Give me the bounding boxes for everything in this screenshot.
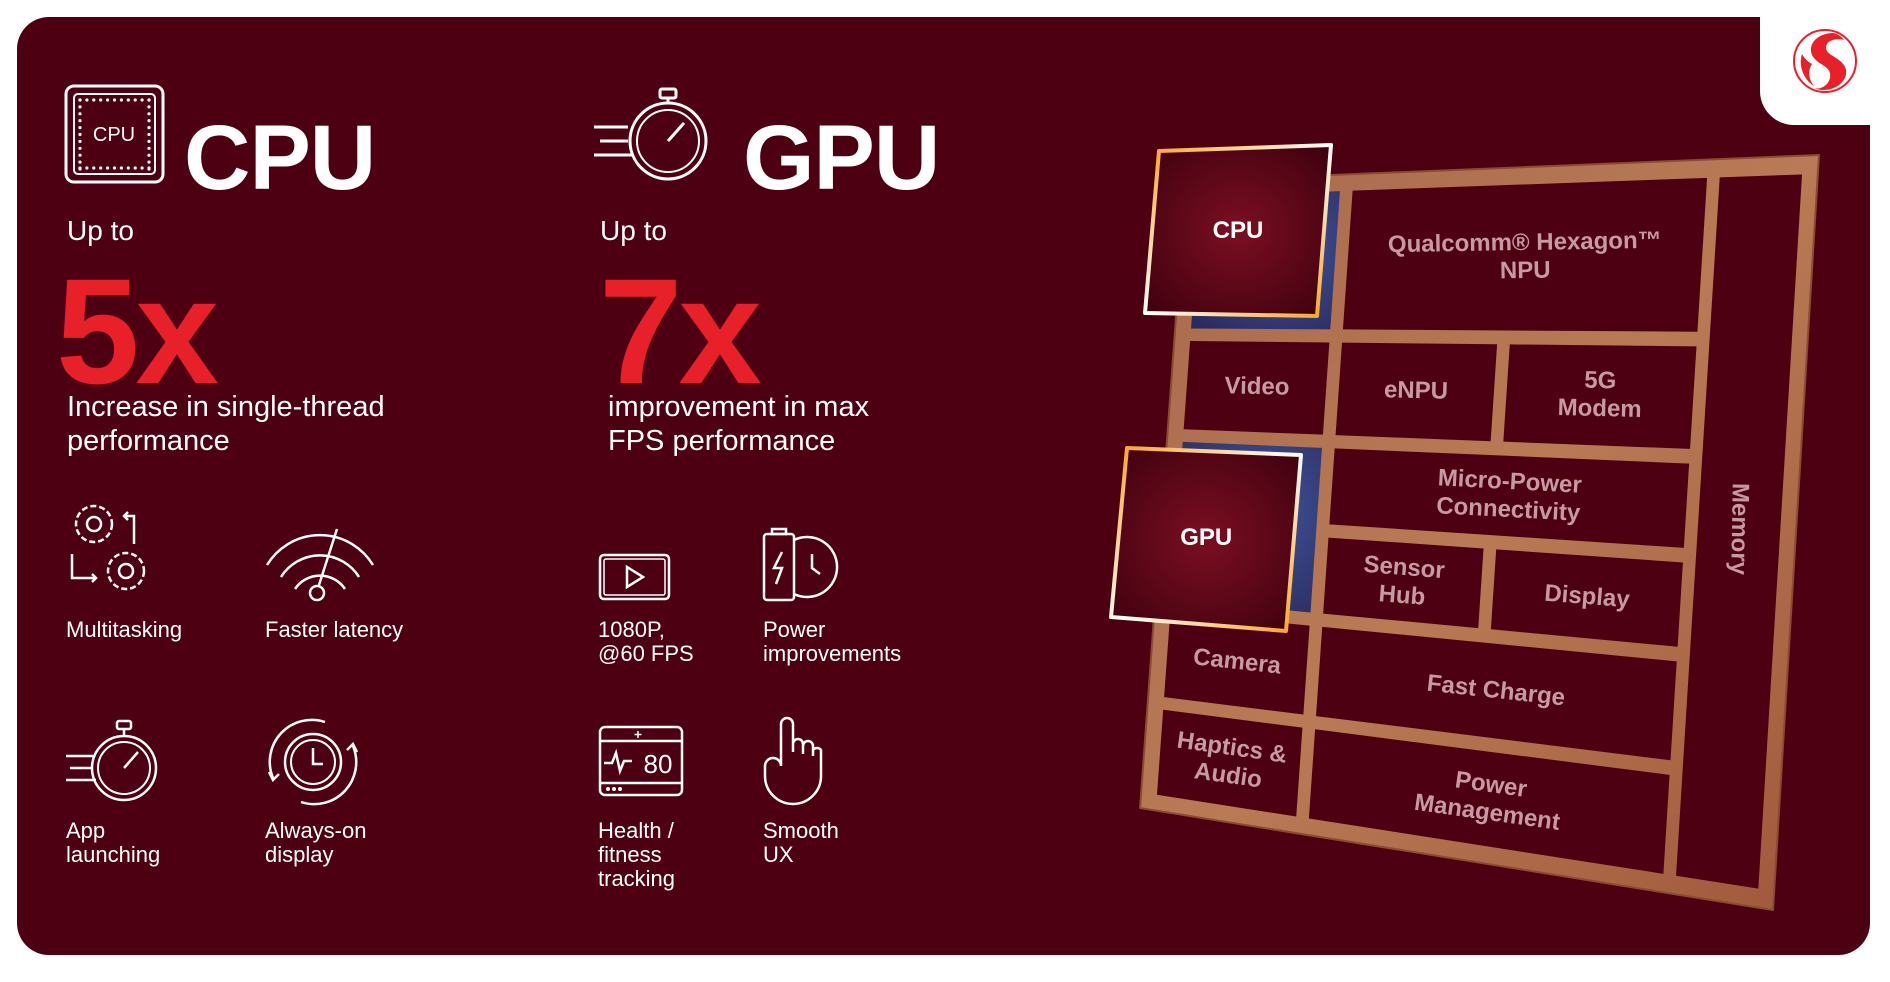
- snapdragon-s-icon: [1793, 29, 1857, 93]
- feature-label: Always-on: [265, 818, 367, 843]
- block-label-line: Video: [1223, 372, 1290, 401]
- video-play-icon: [598, 553, 671, 601]
- block-label-line: NPU: [1499, 257, 1551, 285]
- gpu-description-line: improvement in max: [608, 391, 870, 423]
- feature-multitasking: Multitasking: [66, 618, 182, 642]
- feature-label: Smooth: [763, 818, 839, 843]
- feature-label: Multitasking: [66, 617, 183, 642]
- feature-label: tracking: [598, 866, 676, 891]
- diagram-block: [1676, 174, 1803, 889]
- gpu-description: improvement in max FPS performance: [608, 390, 869, 458]
- feature-label: Health /: [598, 818, 674, 843]
- feature-label: 1080P,: [598, 617, 665, 642]
- feature-label: App: [66, 818, 106, 843]
- feature-1080p: 1080P,@60 FPS: [598, 618, 694, 666]
- feature-label: Faster latency: [265, 617, 404, 642]
- diagram-block: [1329, 448, 1690, 548]
- gears-icon: [70, 504, 146, 591]
- block-label-line: eNPU: [1384, 376, 1449, 405]
- gpu-up-to: Up to: [600, 215, 667, 246]
- block-label-line: Qualcomm® Hexagon™: [1387, 227, 1662, 259]
- chip-label: CPU: [1212, 217, 1264, 245]
- diagram-block: [1342, 177, 1708, 332]
- diagram-block: [1316, 626, 1677, 761]
- svg-text:80: 80: [644, 749, 673, 779]
- cpu-description: Increase in single-thread performance: [67, 390, 385, 458]
- feature-label: improvements: [763, 641, 902, 666]
- cpu-description-line: Increase in single-thread: [67, 391, 385, 423]
- diagram-block: [1335, 342, 1498, 442]
- latency-gauge-icon: [265, 528, 375, 602]
- feature-faster-latency: Faster latency: [265, 618, 403, 642]
- diagram-block: [1490, 549, 1683, 647]
- diagram-block: [1323, 537, 1484, 629]
- feature-label: fitness: [598, 842, 662, 867]
- gpu-description-line: FPS performance: [608, 425, 836, 457]
- gpu-multiplier: 7x: [599, 247, 762, 415]
- diagram-block: [1308, 729, 1670, 874]
- diagram-block-label: Video: [1224, 372, 1290, 401]
- block-label-line: 5G: [1583, 366, 1617, 395]
- clock-cycle-icon: [267, 718, 359, 806]
- feature-label: launching: [66, 842, 161, 867]
- feature-label: @60 FPS: [598, 641, 694, 666]
- gpu-title: GPU: [743, 107, 940, 209]
- diagram-block: [1503, 344, 1697, 449]
- cpu-up-to: Up to: [67, 215, 134, 246]
- stopwatch-speed-icon: [594, 87, 708, 181]
- chip-gpu: [1109, 446, 1303, 633]
- feature-label: Power: [763, 617, 826, 642]
- cpu-title: CPU: [184, 107, 376, 209]
- cpu-description-line: performance: [67, 425, 230, 457]
- chip-cpu: [1143, 143, 1333, 318]
- block-label-line: Modem: [1557, 394, 1642, 424]
- feature-label: display: [265, 842, 334, 867]
- cpu-icon-text: CPU: [93, 124, 135, 146]
- block-memory: Memory: [1725, 482, 1754, 576]
- stopwatch-icon: [66, 719, 158, 802]
- health-monitor-icon: 80: [598, 725, 684, 797]
- battery-clock-icon: [762, 527, 839, 602]
- cpu-multiplier: 5x: [56, 247, 219, 415]
- diagram-block: [1183, 341, 1330, 435]
- chip-label: GPU: [1180, 523, 1233, 551]
- diagram-block-label: eNPU: [1384, 376, 1449, 405]
- feature-label: UX: [763, 842, 794, 867]
- cpu-chip-icon: CPU: [64, 84, 165, 184]
- pointing-hand-icon: [763, 716, 823, 806]
- diagram-block: [1156, 709, 1303, 817]
- diagram-block: [1164, 612, 1310, 715]
